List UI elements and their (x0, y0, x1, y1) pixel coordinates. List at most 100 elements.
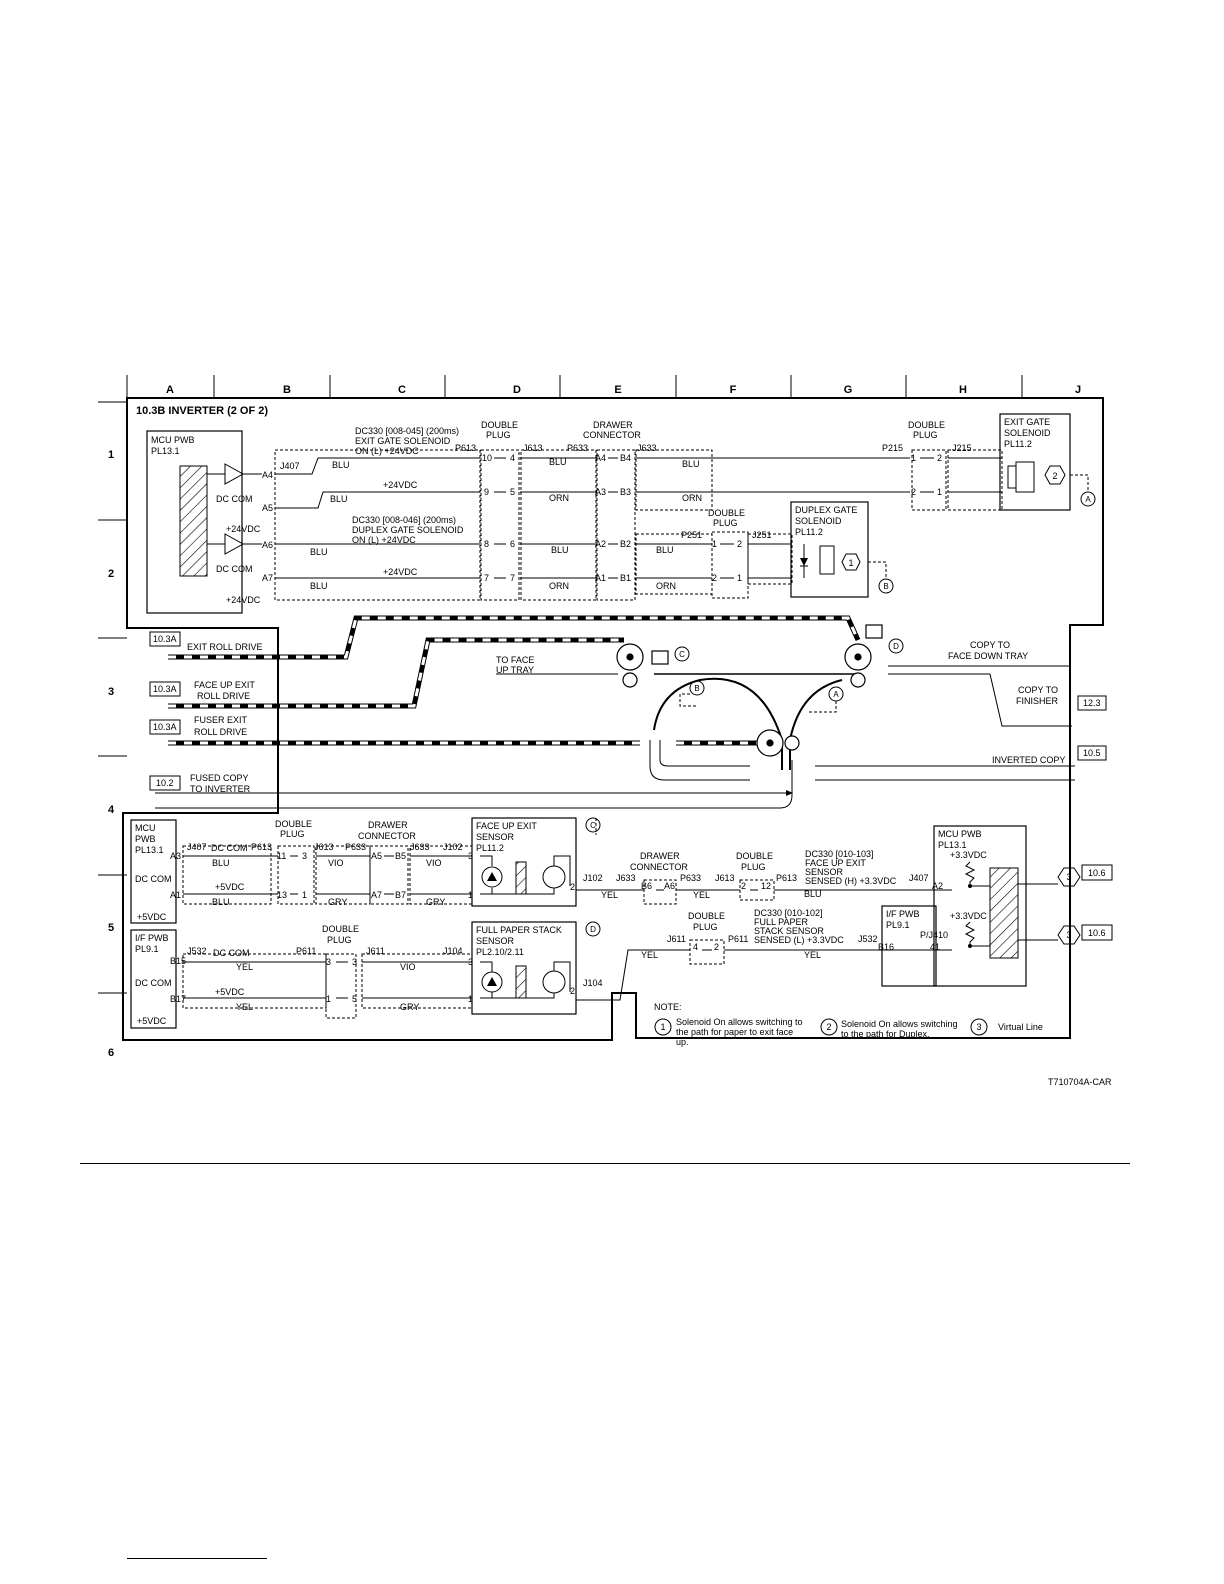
if-pwb-lower-left: I/F PWB PL9.1 DC COM +5VDC B15 B17 (130, 929, 186, 1029)
note-num-1: 1 (660, 1022, 665, 1032)
pin-dashes (494, 457, 934, 579)
dp-lr2-1: DOUBLE (688, 911, 725, 921)
v33-r1: +3.3VDC (950, 850, 987, 860)
dp-lr-2: PLUG (741, 862, 766, 872)
sig-duplex-3: ON (L) +24VDC (352, 535, 416, 545)
wire-yel-2: YEL (236, 1002, 253, 1012)
pin-2b-dp: 2 (712, 573, 717, 583)
ref-106-a: 10.6 (1088, 868, 1106, 878)
wire-v5-ll2: +5VDC (215, 987, 245, 997)
wire-orn-2: ORN (549, 581, 569, 591)
pin-2-lr: 2 (741, 881, 746, 891)
dp-ll-1: DOUBLE (275, 819, 312, 829)
if-r-2: PL9.1 (886, 920, 910, 930)
path-labels: 10.3A EXIT ROLL DRIVE 10.3A FACE UP EXIT… (149, 631, 1107, 794)
note2-line2: to the path for Duplex. (841, 1029, 930, 1039)
face-up-exit-2: ROLL DRIVE (197, 691, 250, 701)
copy-face-down-2: FACE DOWN TRAY (948, 651, 1028, 661)
note-num-2: 2 (826, 1022, 831, 1032)
wire-orn-1: ORN (549, 493, 569, 503)
path-markers (674, 638, 904, 713)
dp-mid-1: DOUBLE (708, 508, 745, 518)
wire-v24-2: +24VDC (383, 567, 418, 577)
j102-lr: J102 (583, 873, 603, 883)
j611-lr: J611 (667, 934, 686, 944)
j215: J215 (952, 443, 972, 453)
fps-2: SENSOR (476, 936, 515, 946)
pin-a5-ll: A5 (371, 851, 382, 861)
wire-blu-7: BLU (682, 459, 700, 469)
ref-123: 12.3 (1083, 698, 1101, 708)
marker-b-path: B (694, 684, 699, 693)
mcu-ll-3: PL13.1 (135, 845, 164, 855)
pin-a7: A7 (262, 573, 273, 583)
ref-103a-1: 10.3A (153, 634, 177, 644)
j104-ll: J104 (443, 946, 463, 956)
pin-a2-r: A2 (932, 881, 943, 891)
v33-r2: +3.3VDC (950, 911, 987, 921)
pin-2-r: 2 (937, 453, 942, 463)
wire-yel-6: YEL (804, 950, 821, 960)
fuser-exit-2: ROLL DRIVE (194, 727, 247, 737)
wire-v5-ll: +5VDC (215, 882, 245, 892)
hex-3-b: 3 (1066, 930, 1071, 940)
drive-belts (168, 615, 861, 746)
row-3: 3 (108, 686, 114, 698)
marker-d-path: D (893, 642, 899, 651)
pin-3a-ll2: 3 (326, 957, 331, 967)
fps-pin-3: 3 (468, 957, 473, 967)
j633-lr: J633 (616, 873, 636, 883)
col-h: H (959, 384, 967, 396)
pin-b6: B6 (641, 881, 652, 891)
drawer-upper-2: CONNECTOR (583, 430, 641, 440)
sig-fs-4: SENSED (L) +3.3VDC (754, 935, 844, 945)
pin-1-dp: 1 (712, 539, 717, 549)
to-face-up-2: UP TRAY (496, 665, 534, 675)
mcu-upper-line2: PL13.1 (151, 446, 180, 456)
virtual-line-ref-labels: 3 10.6 3 10.6 (1066, 868, 1105, 940)
pin-2-dp: 2 (737, 539, 742, 549)
pin-b2: B2 (620, 539, 631, 549)
hex-marker-1: 1 (848, 558, 853, 568)
duplex-gate-2: SOLENOID (795, 516, 842, 526)
copy-finisher-1: COPY TO (1018, 685, 1058, 695)
pin-a6-lr: A6 (664, 881, 675, 891)
if-ll-1: I/F PWB (135, 933, 169, 943)
p215: P215 (882, 443, 903, 453)
virtual-line-refs (1057, 864, 1113, 945)
pin-1-ll2: 1 (326, 994, 331, 1004)
col-a: A (166, 384, 174, 396)
inverted-copy: INVERTED COPY (992, 755, 1065, 765)
col-c: C (398, 384, 406, 396)
pin-1-ll: 1 (302, 890, 307, 900)
col-e: E (614, 384, 621, 396)
row-labels: 1 2 3 4 5 6 (108, 449, 115, 1059)
fused-copy-2: TO INVERTER (190, 784, 251, 794)
pin-2b-r: 2 (911, 487, 916, 497)
note1-line2: the path for paper to exit face (676, 1027, 793, 1037)
wire-blu-lr: BLU (804, 889, 822, 899)
sig-exit-gate-2: EXIT GATE SOLENOID (355, 436, 451, 446)
note-heading: NOTE: (654, 1002, 682, 1012)
pin-a4: A4 (262, 470, 273, 480)
note3: Virtual Line (998, 1022, 1043, 1032)
j613-upper: J613 (523, 443, 543, 453)
dp-ll2-2: PLUG (327, 935, 352, 945)
mcu-ll-2: PWB (135, 834, 156, 844)
pin-b1: B1 (620, 573, 631, 583)
exit-gate-solenoid: EXIT GATE SOLENOID PL11.2 2 A (999, 413, 1096, 511)
dp-mid-2: PLUG (713, 518, 738, 528)
pin-a5: A5 (262, 503, 273, 513)
dc-com-wire2: DC COM (213, 948, 250, 958)
j407-ll: J407 (187, 842, 207, 852)
fu-sensor-3: PL11.2 (476, 843, 504, 853)
wire-vio-2: VIO (426, 858, 442, 868)
exit-gate-3: PL11.2 (1004, 439, 1032, 449)
if-pwb-right: I/F PWB PL9.1 B16 P/J410 41 (878, 905, 948, 987)
sig-duplex-1: DC330 [008-046] (200ms) (352, 515, 456, 525)
note1-line1: Solenoid On allows switching to (676, 1017, 803, 1027)
col-g: G (844, 384, 853, 396)
dc-com-upper-1: DC COM (216, 494, 253, 504)
hex-3-a: 3 (1066, 872, 1071, 882)
wire-yel-1: YEL (236, 962, 253, 972)
